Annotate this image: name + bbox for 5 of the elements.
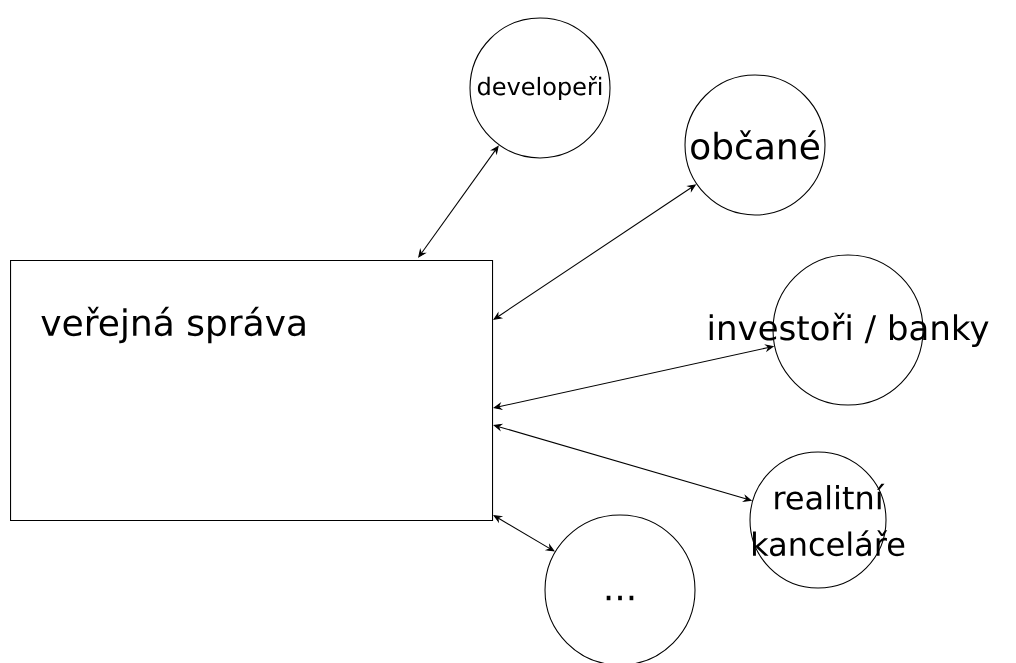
arrow <box>418 145 499 258</box>
process-box: veřejná správa <box>10 260 494 522</box>
circle-node: občané <box>684 74 826 216</box>
circle-node: developeři <box>469 17 611 159</box>
arrow <box>493 515 555 552</box>
